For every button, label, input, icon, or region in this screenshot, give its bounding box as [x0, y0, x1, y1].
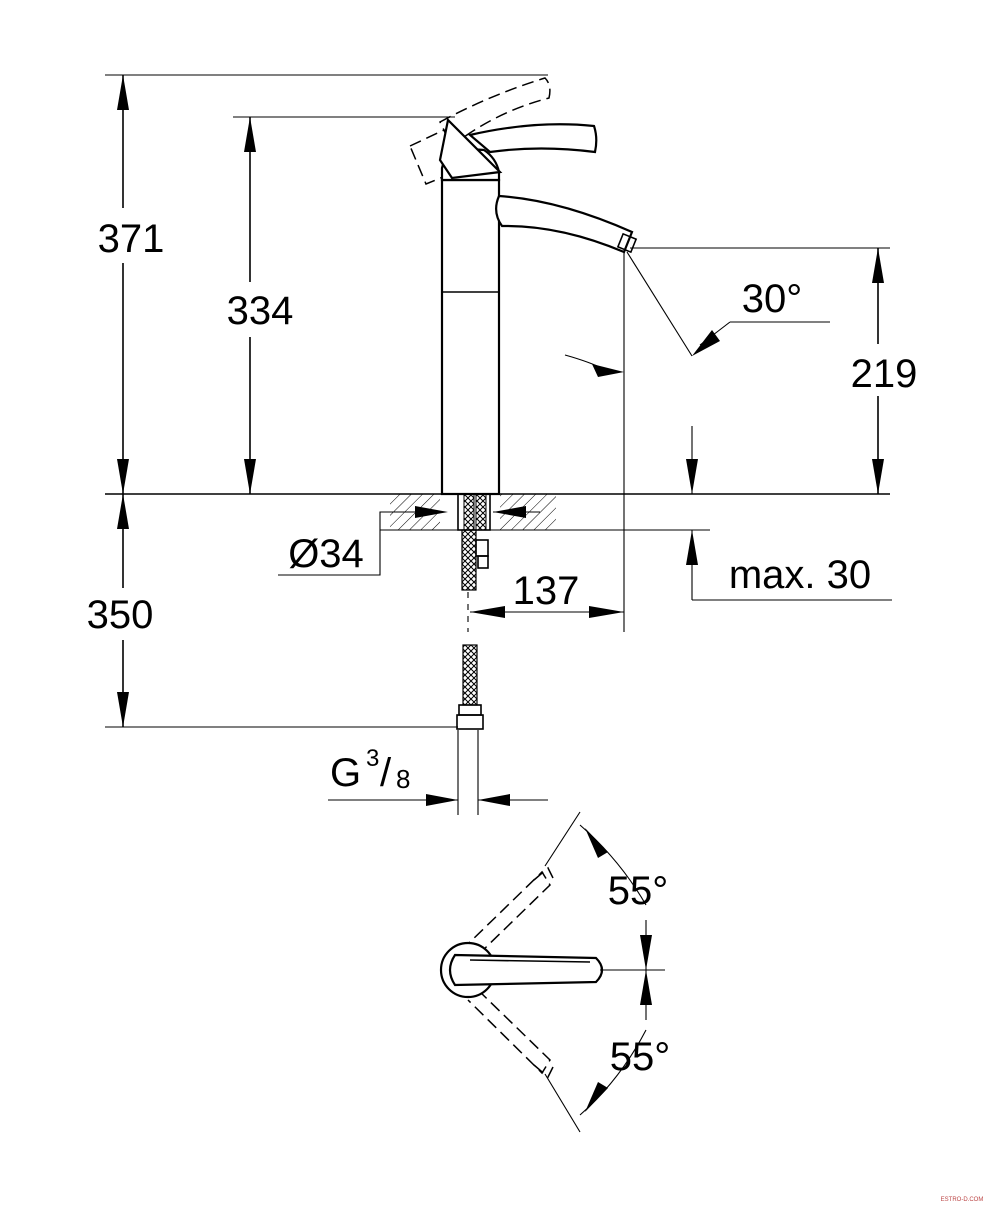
spout-reach-label: 137	[513, 569, 580, 613]
lever-angle-top-label: 55°	[608, 869, 669, 913]
faucet-side-view	[409, 77, 638, 496]
dim-137: 137	[470, 569, 624, 618]
spout	[495, 194, 634, 254]
hose-nut	[456, 714, 484, 730]
total-height-label: 371	[98, 217, 165, 261]
dim-334: 334	[218, 117, 302, 494]
spout-height-label: 219	[851, 352, 918, 396]
below-deck-label: 350	[87, 593, 154, 637]
deck-thickness-label: max. 30	[729, 553, 871, 597]
supply-hose	[456, 493, 491, 730]
lever-rotated-left-outline	[467, 870, 551, 956]
dim-deck-thickness: max. 30	[686, 530, 892, 601]
dim-thread: G 3 / 8	[328, 730, 548, 815]
countertop	[390, 493, 556, 530]
lever-rotated-right-outline	[467, 989, 551, 1075]
svg-text:/: /	[380, 751, 392, 795]
hole-diameter-label: Ø34	[288, 532, 364, 576]
lever-handle	[438, 117, 503, 180]
thread-base-label: G	[330, 751, 361, 795]
lever-top-view: 55° 55°	[439, 811, 671, 1133]
dim-350: 350	[80, 494, 162, 727]
lever-angle-bottom-label: 55°	[610, 1035, 671, 1079]
watermark-text: ESTRO-D.COM	[941, 1197, 984, 1203]
lever-top	[448, 953, 604, 987]
lever-raised-outline	[439, 77, 551, 148]
thread-numerator-label: 3	[366, 745, 379, 772]
outlet-angle: 30°	[564, 251, 830, 494]
faucet-body	[440, 178, 501, 496]
outlet-angle-label: 30°	[742, 277, 803, 321]
dim-219: 219	[842, 248, 926, 494]
aerator	[616, 232, 638, 254]
braided-hose-lower	[462, 644, 478, 706]
lever-arm	[467, 123, 598, 154]
body-height-label: 334	[227, 289, 294, 333]
braided-hose-upper	[461, 529, 477, 591]
thread-denominator-label: 8	[396, 764, 410, 794]
dim-371: 371	[90, 75, 170, 494]
